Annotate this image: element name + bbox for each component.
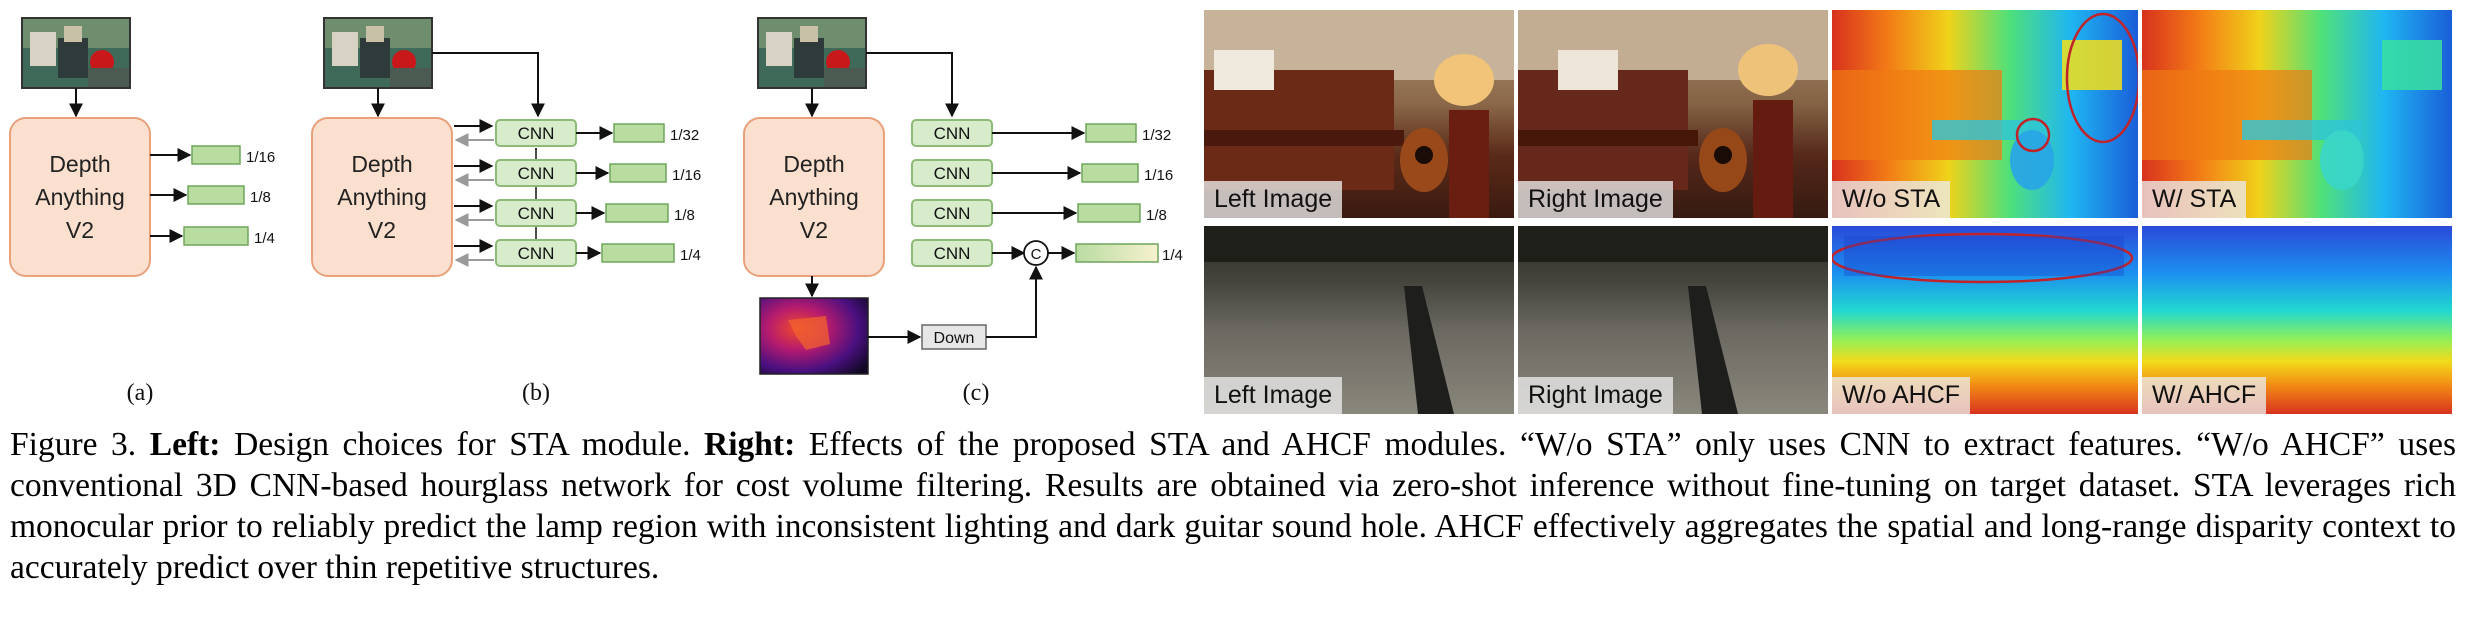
caption-right-label: Right: (704, 426, 796, 463)
feature-map (183, 226, 249, 246)
caption-right-text: Effects of the proposed STA and AHCF mod… (10, 426, 2457, 586)
caption-left-label: Left: (149, 426, 221, 463)
module-label-line3: V2 (66, 217, 94, 243)
diagram-b: Depth Anything V2 CNN 1/32 CNN 1/16 CNN … (311, 17, 701, 406)
scale-label: 1/16 (672, 167, 701, 184)
disparity-w-ahcf: W/ AHCF (2142, 226, 2452, 414)
diagram-c: Depth Anything V2 CNN 1/32 CNN 1/16 CNN … (743, 17, 1183, 406)
down-label: Down (934, 330, 975, 347)
scale-label: 1/8 (674, 207, 695, 224)
photo-label: W/ AHCF (2142, 377, 2267, 414)
cnn-label: CNN (934, 244, 971, 263)
diagram-a: Depth Anything V2 1/16 1/8 1/4 (a) (9, 17, 275, 406)
scale-label: 1/4 (254, 230, 275, 247)
disparity-scene (2142, 40, 2442, 190)
piano-scene (1204, 10, 1514, 218)
highlight-ellipse (2065, 12, 2138, 144)
disparity-scene (1832, 12, 2138, 190)
scale-label: 1/32 (1142, 127, 1171, 144)
photo-label: W/ STA (2142, 181, 2247, 218)
scale-label: 1/16 (246, 149, 275, 166)
scale-label: 1/4 (1162, 247, 1183, 264)
cnn-label: CNN (518, 244, 555, 263)
left-image-piano: Left Image (1204, 10, 1514, 218)
pavement-scene (1518, 226, 1828, 414)
left-image-pavement: Left Image (1204, 226, 1514, 414)
piano-scene (1518, 10, 1828, 218)
input-image-thumbnail (21, 17, 131, 89)
subfigure-label-a: (a) (127, 380, 154, 406)
right-image-piano: Right Image (1518, 10, 1828, 218)
down-block (921, 324, 987, 350)
module-label-line1: Depth (351, 151, 412, 177)
feature-map (1085, 123, 1137, 143)
caption-left-text: Design choices for STA module. (234, 426, 691, 463)
depth-anything-module (743, 117, 885, 277)
input-image-thumbnail (757, 17, 867, 89)
right-image-pavement: Right Image (1518, 226, 1828, 414)
module-label-line1: Depth (49, 151, 110, 177)
module-label-line2: Anything (35, 184, 125, 210)
feature-map (609, 163, 667, 183)
feature-map (605, 203, 669, 223)
cnn-label: CNN (934, 204, 971, 223)
design-choices-diagrams: Depth Anything V2 1/16 1/8 1/4 (a) Depth… (9, 17, 1183, 406)
disparity-wo-ahcf: W/o AHCF (1832, 226, 2138, 414)
feature-map (191, 145, 241, 165)
photo-label: Right Image (1518, 377, 1673, 414)
module-label-line2: Anything (337, 184, 427, 210)
scale-label: 1/32 (670, 127, 699, 144)
module-label-line2: Anything (769, 184, 859, 210)
concat-symbol: C (1031, 246, 1042, 263)
scale-label: 1/8 (250, 189, 271, 206)
disparity-scene (1832, 232, 2134, 284)
scale-label: 1/8 (1146, 207, 1167, 224)
photo-label: Left Image (1204, 377, 1343, 414)
input-image-thumbnail (323, 17, 433, 89)
pavement-scene (1204, 226, 1514, 414)
cnn-label: CNN (518, 204, 555, 223)
figure-number: Figure 3. (10, 426, 137, 463)
feature-map (1081, 163, 1139, 183)
depth-anything-module (311, 117, 453, 277)
cnn-label: CNN (934, 124, 971, 143)
module-label-line3: V2 (800, 217, 828, 243)
photo-label: Right Image (1518, 181, 1673, 218)
highlight-ellipse (1832, 232, 2134, 284)
photo-label: W/o STA (1832, 181, 1951, 218)
feature-map (187, 185, 245, 205)
cnn-label: CNN (518, 164, 555, 183)
subfigure-label-b: (b) (522, 380, 550, 406)
disparity-wo-sta: W/o STA (1832, 10, 2138, 218)
scale-label: 1/4 (680, 247, 701, 264)
photo-label: Left Image (1204, 181, 1343, 218)
subfigure-label-c: (c) (963, 380, 990, 406)
figure-caption: Figure 3. Left: Design choices for STA m… (10, 424, 2456, 588)
feature-map (613, 123, 665, 143)
module-label-line3: V2 (368, 217, 396, 243)
cnn-label: CNN (518, 124, 555, 143)
feature-map (1077, 203, 1141, 223)
disparity-w-sta: W/ STA (2142, 10, 2452, 218)
depth-anything-module (9, 117, 151, 277)
cnn-label: CNN (934, 164, 971, 183)
feature-map (601, 243, 675, 263)
module-label-line1: Depth (783, 151, 844, 177)
fused-feature-map (1075, 243, 1159, 263)
scale-label: 1/16 (1144, 167, 1173, 184)
highlight-circle (2015, 117, 2051, 153)
photo-label: W/o AHCF (1832, 377, 1971, 414)
